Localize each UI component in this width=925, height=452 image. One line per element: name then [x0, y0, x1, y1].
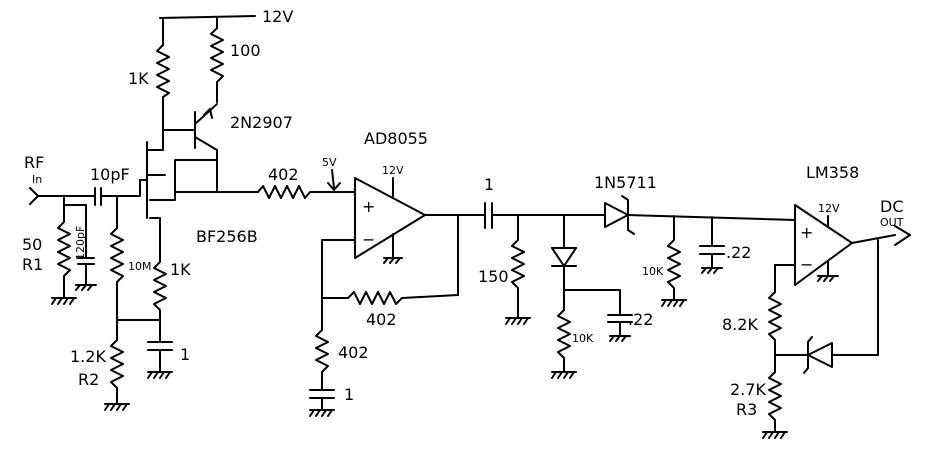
label-opamp2-minus: −: [800, 255, 813, 274]
label-r-1k-top: 1K: [128, 69, 149, 88]
label-opamp1-minus: −: [362, 230, 375, 249]
label-dc: DC: [880, 197, 904, 216]
label-r2: R2: [78, 370, 99, 389]
opamp1-feedback: [321, 214, 459, 305]
resistor-50-r1: [51, 195, 77, 305]
opamp-lm358: [774, 204, 911, 356]
capacitor-10pf: [94, 179, 141, 206]
label-r-10m: 10M: [128, 260, 152, 273]
jfet-bf256b: [139, 129, 259, 241]
label-opamp2-12v: 12V: [818, 202, 840, 215]
resistor-402-input: [257, 185, 356, 199]
resistor-10k-load: [661, 215, 687, 307]
capacitor-22-bias: [607, 314, 633, 342]
diode-1n5711: [604, 195, 796, 235]
label-r1: R1: [22, 255, 43, 274]
capacitor-120pf: [63, 204, 97, 291]
diode-bias: [551, 214, 621, 316]
opamp-ad8055: [354, 177, 486, 264]
label-r-1k-src: 1K: [170, 260, 191, 279]
label-r-10k-load: 10K: [642, 265, 664, 278]
resistor-10m: [110, 195, 124, 321]
label-bf256b: BF256B: [196, 227, 258, 246]
label-r-8-2k: 8.2K: [722, 315, 758, 334]
resistor-8-2k: [768, 291, 782, 373]
label-out: OUT: [880, 216, 904, 229]
label-r-50: 50: [22, 235, 42, 254]
capacitor-1-ground: [309, 389, 335, 417]
label-r-150: 150: [478, 267, 509, 286]
label-r-402-fb: 402: [366, 310, 397, 329]
label-2n2907: 2N2907: [230, 113, 293, 132]
label-r-2-7k: 2.7K: [730, 380, 766, 399]
label-rf: RF: [24, 153, 44, 172]
label-c-1-src: 1: [180, 345, 190, 364]
transistor-2n2907: [162, 103, 218, 193]
capacitor-1-source: [147, 319, 173, 379]
label-1n5711: 1N5711: [594, 173, 657, 192]
label-c-22-bias: .22: [628, 310, 653, 329]
rf-input: [29, 187, 96, 205]
label-r-402-in: 402: [268, 165, 299, 184]
label-ad8055: AD8055: [364, 129, 428, 148]
resistor-150: [505, 214, 531, 325]
capacitor-1-coupling: [484, 202, 606, 229]
capacitor-22-filter: [699, 216, 725, 274]
label-c-1-cpl: 1: [484, 175, 494, 194]
label-c-120pf: 120pF: [74, 226, 87, 260]
label-r-402-gnd: 402: [338, 343, 369, 362]
label-r-1-2k: 1.2K: [70, 347, 106, 366]
supply-rail-12v: [159, 15, 256, 46]
label-supply-12v: 12V: [262, 7, 293, 26]
resistor-1k-source: [116, 239, 167, 321]
label-r-10k-bias: 10K: [572, 332, 594, 345]
label-c-1-gnd: 1: [344, 385, 354, 404]
label-c-10pf: 10pF: [90, 165, 130, 184]
resistor-10k-bias: [551, 289, 577, 379]
diode-feedback: [774, 336, 833, 374]
label-in: In: [32, 173, 42, 186]
resistor-100: [210, 27, 224, 103]
label-opamp1-12v: 12V: [382, 164, 404, 177]
label-c-22-filter: .22: [726, 243, 751, 262]
resistor-1-2k-r2: [104, 319, 130, 411]
resistor-402-ground: [315, 297, 329, 391]
label-opamp2-plus: +: [800, 223, 813, 242]
label-5v: 5V: [322, 156, 337, 169]
label-r-100: 100: [230, 41, 261, 60]
label-opamp1-plus: +: [362, 197, 375, 216]
arrow-5v: [327, 169, 341, 191]
label-r3: R3: [736, 400, 757, 419]
resistor-1k-top: [156, 44, 170, 131]
label-lm358: LM358: [806, 163, 859, 182]
resistor-2-7k-r3: [762, 371, 788, 439]
